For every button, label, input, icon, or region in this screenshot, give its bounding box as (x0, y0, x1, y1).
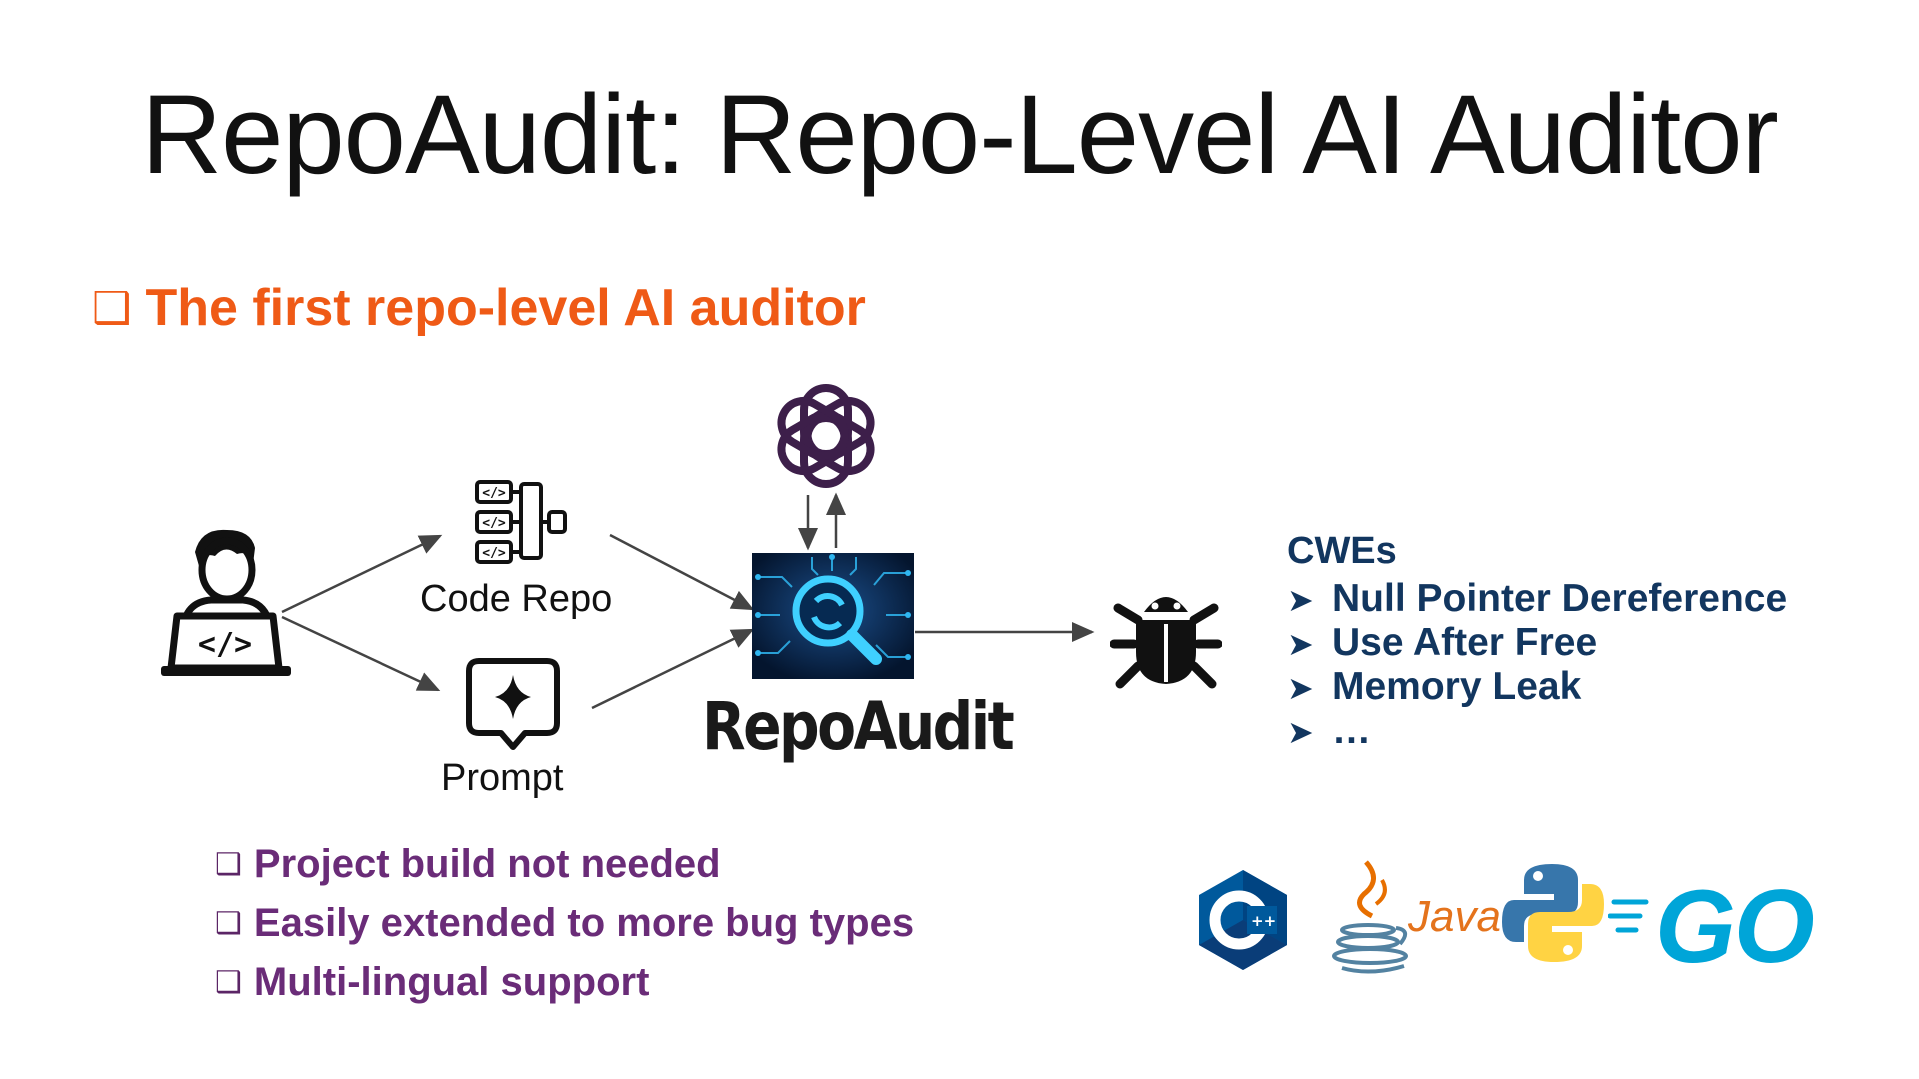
arrow-dev-to-repo (281, 534, 443, 614)
go-speed-lines-icon (1608, 899, 1649, 933)
checkbox-bullet-icon: ❑ (215, 966, 242, 999)
code-repo-icon: </> </> </> (475, 480, 567, 564)
cwe-list: CWEs ➤Null Pointer Dereference ➤Use Afte… (1287, 530, 1787, 753)
cwe-title: CWEs (1287, 530, 1397, 572)
code-repo-label: Code Repo (420, 578, 613, 620)
subtitle-bullet: ❑ (92, 284, 132, 333)
feature-item: ❑Easily extended to more bug types (215, 901, 915, 945)
page-title: RepoAudit: Repo-Level AI Auditor (141, 72, 1779, 197)
python-logo (1502, 864, 1604, 962)
arrow-prompt-to-audit (591, 628, 755, 710)
prompt-icon (466, 658, 560, 750)
java-label: Java (1408, 892, 1501, 941)
cwe-item: ➤Use After Free (1287, 621, 1598, 664)
java-logo (1332, 860, 1408, 974)
arrow-bullet-icon: ➤ (1287, 626, 1314, 662)
cwe-item: ➤… (1287, 709, 1371, 752)
svg-text:</>: </> (482, 546, 506, 561)
arrow-bullet-icon: ➤ (1287, 714, 1314, 750)
feature-item: ❑Project build not needed (215, 842, 721, 886)
svg-text:++: ++ (1251, 912, 1276, 930)
go-logo: GO (1655, 869, 1815, 985)
svg-text:</>: </> (198, 627, 252, 662)
subtitle-text: The first repo-level AI auditor (145, 279, 866, 337)
checkbox-bullet-icon: ❑ (215, 907, 242, 940)
arrow-bullet-icon: ➤ (1287, 582, 1314, 618)
checkbox-bullet-icon: ❑ (215, 848, 242, 881)
developer-laptop-icon: </> (161, 529, 291, 676)
cwe-item: ➤Memory Leak (1287, 665, 1582, 708)
prompt-label: Prompt (441, 757, 564, 799)
arrow-repo-to-audit (609, 533, 755, 611)
feature-list: ❑Project build not needed ❑Easily extend… (215, 842, 914, 1019)
openai-icon (777, 384, 875, 488)
cwe-item: ➤Null Pointer Dereference (1287, 577, 1788, 620)
subtitle: ❑ The first repo-level AI auditor (92, 278, 866, 338)
repoaudit-wordmark: RepoAudit (702, 688, 1015, 765)
arrow-dev-to-prompt (281, 615, 441, 692)
arrow-bullet-icon: ➤ (1287, 670, 1314, 706)
ai-search-icon (752, 553, 914, 679)
svg-text:</>: </> (482, 486, 506, 501)
bug-icon (1110, 597, 1222, 689)
svg-text:</>: </> (482, 516, 506, 531)
feature-item: ❑Multi-lingual support (215, 960, 650, 1004)
cpp-logo: ++ (1199, 870, 1287, 970)
